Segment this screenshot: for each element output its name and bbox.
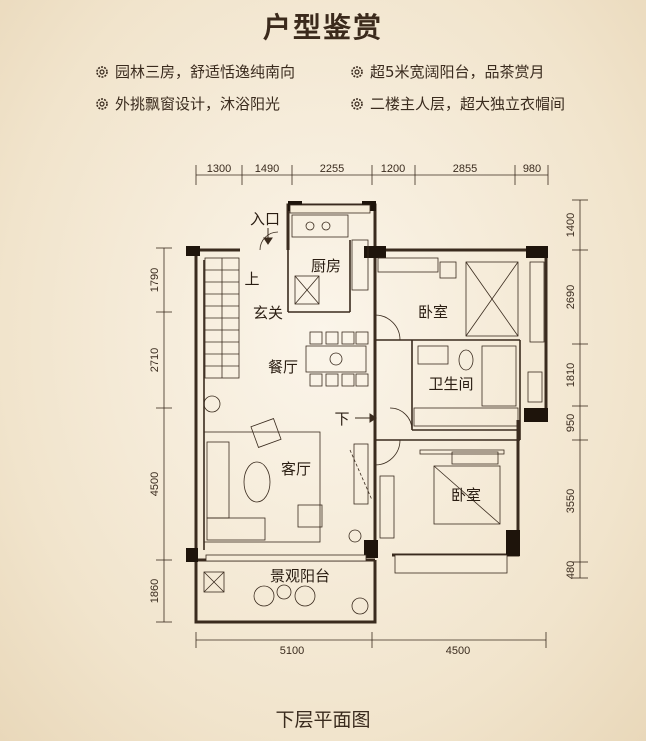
feature-item: 外挑飘窗设计，沐浴阳光	[95, 93, 280, 114]
gear-icon	[96, 97, 108, 110]
dim-right-3: 1810	[565, 363, 577, 387]
dim-right-4: 950	[565, 414, 577, 432]
wall-columns	[186, 201, 548, 562]
dim-left-4: 1860	[149, 579, 161, 603]
dim-top-3: 2255	[320, 163, 344, 175]
feature-item: 超5米宽阔阳台，品茶赏月	[350, 61, 545, 82]
label-down: 下	[334, 410, 349, 428]
label-balcony: 景观阳台	[270, 567, 330, 585]
feature-item: 二楼主人层，超大独立衣帽间	[350, 93, 565, 114]
gear-icon	[351, 65, 363, 78]
feature-text: 园林三房，舒适恬逸纯南向	[115, 63, 296, 81]
label-up: 上	[244, 270, 259, 288]
plan-caption: 下层平面图	[275, 709, 371, 731]
kitchen-fixtures	[291, 214, 369, 305]
label-living: 客厅	[281, 460, 311, 478]
staircase	[204, 257, 240, 379]
dim-top-5: 2855	[453, 163, 477, 175]
gear-icon	[351, 97, 363, 110]
dim-bottom-2: 4500	[446, 645, 470, 657]
page-title: 户型鉴赏	[262, 11, 383, 44]
doors	[259, 231, 413, 501]
bedroom2-furniture	[379, 449, 505, 539]
label-bathroom: 卫生间	[428, 375, 473, 393]
bedroom1-furniture	[377, 257, 519, 337]
label-bedroom1: 卧室	[418, 303, 448, 321]
dim-top-2: 1490	[255, 163, 279, 175]
label-bedroom2: 卧室	[451, 486, 481, 504]
bathroom-fixtures	[413, 345, 519, 427]
dim-right-2: 2690	[565, 285, 577, 309]
dim-left-3: 4500	[149, 472, 161, 496]
dim-right-6: 480	[565, 561, 577, 579]
gear-icon	[96, 65, 108, 78]
dim-top-4: 1200	[381, 163, 405, 175]
feature-item: 园林三房，舒适恬逸纯南向	[95, 61, 295, 82]
label-foyer: 玄关	[253, 304, 283, 322]
dim-left-2: 2710	[149, 348, 161, 372]
direction-arrows	[263, 228, 377, 423]
dim-right-1: 1400	[565, 213, 577, 237]
dining-table	[305, 331, 369, 387]
dim-bottom-1: 5100	[280, 645, 304, 657]
dim-top-6: 980	[523, 163, 541, 175]
living-furniture	[203, 395, 369, 543]
dimension-lines	[156, 165, 588, 648]
feature-text: 外挑飘窗设计，沐浴阳光	[115, 95, 281, 113]
label-entrance: 入口	[250, 210, 280, 228]
balcony-furniture	[203, 571, 369, 615]
label-dining: 餐厅	[268, 358, 298, 376]
windows	[205, 204, 545, 574]
feature-text: 超5米宽阔阳台，品茶赏月	[370, 63, 545, 81]
dim-left-1: 1790	[149, 268, 161, 292]
label-kitchen: 厨房	[311, 257, 341, 275]
feature-text: 二楼主人层，超大独立衣帽间	[370, 95, 566, 113]
dim-top-1: 1300	[207, 163, 231, 175]
dim-right-5: 3550	[565, 489, 577, 513]
